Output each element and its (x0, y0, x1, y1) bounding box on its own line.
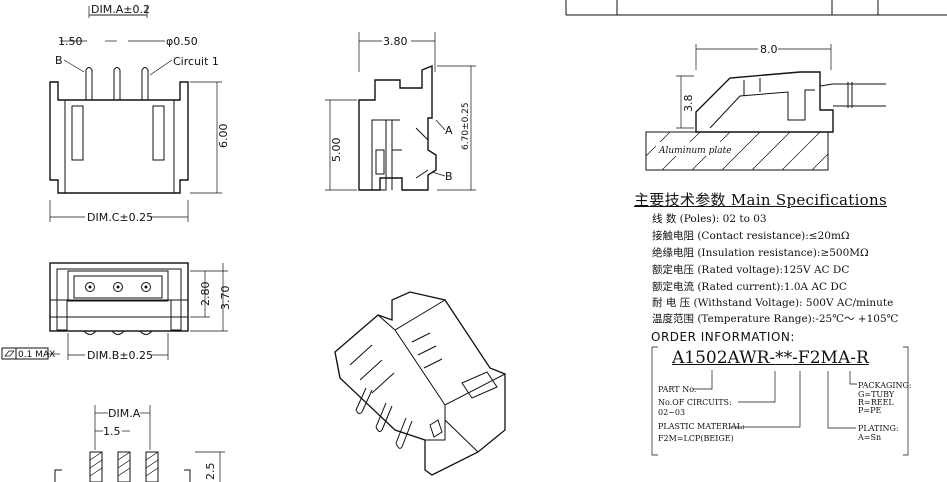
part-no-label: PART No. (658, 385, 697, 394)
side-view: 3.80 5.00 6.70±0.25 A B (325, 32, 476, 191)
plating-value: A=Sn (858, 433, 882, 442)
spec-row-withstand: 耐 电 压 (Withstand Voltage): 500V AC/minut… (652, 297, 894, 309)
pcb-pitch-label: 1.5 (103, 425, 121, 438)
packaging-value-r: R=REEL (858, 398, 894, 407)
packaging-value-g: G=TUBY (858, 390, 895, 399)
circuits-value: 02~03 (658, 408, 686, 417)
pcb-view: DIM.A 1.5 2.5 (54, 405, 225, 482)
plating-label: PLATING: (858, 424, 899, 433)
top-view: 2.80 3.70 DIM.B±0.25 0.1 MAX (1, 262, 232, 362)
material-label: PLASTIC MATERIAL: (658, 422, 745, 431)
spec-row-poles: 线 数 (Poles): 02 to 03 (652, 213, 767, 225)
pitch-label: 1.50 (58, 35, 83, 48)
spec-row-temperature: 温度范围 (Temperature Range):-25℃～ +105℃ (652, 313, 899, 325)
top-h1-label: 2.80 (199, 282, 212, 307)
specs-title: 主要技术参数 Main Specifications (634, 191, 887, 209)
side-depth-label: 3.80 (383, 35, 408, 48)
packaging-value-p: P=PE (858, 406, 882, 415)
mount-view: 8.0 3.8 Aluminum plate (645, 43, 886, 171)
dim-b-label: DIM.B±0.25 (87, 349, 153, 362)
pcb-dim-a-label: DIM.A (108, 407, 141, 420)
front-label-b: B (55, 54, 63, 67)
iso-view (334, 291, 506, 476)
spec-row-insulation: 绝缘电阻 (Insulation resistance):≥500MΩ (652, 247, 869, 259)
dim-a-label: DIM.A±0.2 (91, 3, 150, 16)
flatness-label: 0.1 MAX (18, 350, 55, 360)
order-heading: ORDER INFORMATION: (651, 330, 795, 344)
plate-label: Aluminum plate (658, 146, 732, 156)
spec-row-voltage: 额定电压 (Rated voltage):125V AC DC (652, 264, 850, 276)
order-diagram (651, 346, 909, 456)
side-height-label: 5.00 (330, 138, 343, 163)
circuit1-label: Circuit 1 (173, 55, 219, 68)
mount-height-label: 3.8 (682, 95, 695, 113)
dim-c-label: DIM.C±0.25 (87, 211, 153, 224)
mount-length-label: 8.0 (760, 43, 778, 56)
side-label-b: B (445, 170, 453, 183)
front-height-label: 6.00 (217, 124, 230, 149)
side-total-label: 6.70±0.25 (461, 102, 471, 150)
pin-dia-label: φ0.50 (166, 35, 198, 48)
title-block (565, 0, 947, 16)
part-number: A1502AWR-**-F2MA-R (672, 348, 869, 368)
front-view: DIM.A±0.2 1.50 φ0.50 B Circuit 1 6.00 (49, 3, 230, 224)
packaging-label: PACKAGING: (858, 381, 912, 390)
circuits-label: No.OF CIRCUITS: (658, 398, 732, 407)
pcb-spacing-label: 2.5 (204, 463, 217, 481)
material-value: F2M=LCP(BEIGE) (658, 434, 734, 443)
side-label-a: A (445, 124, 453, 137)
spec-row-current: 额定电流 (Rated current):1.0A AC DC (652, 281, 847, 293)
top-h2-label: 3.70 (219, 286, 232, 311)
spec-row-contact: 接触电阻 (Contact resistance):≤20mΩ (652, 230, 850, 242)
